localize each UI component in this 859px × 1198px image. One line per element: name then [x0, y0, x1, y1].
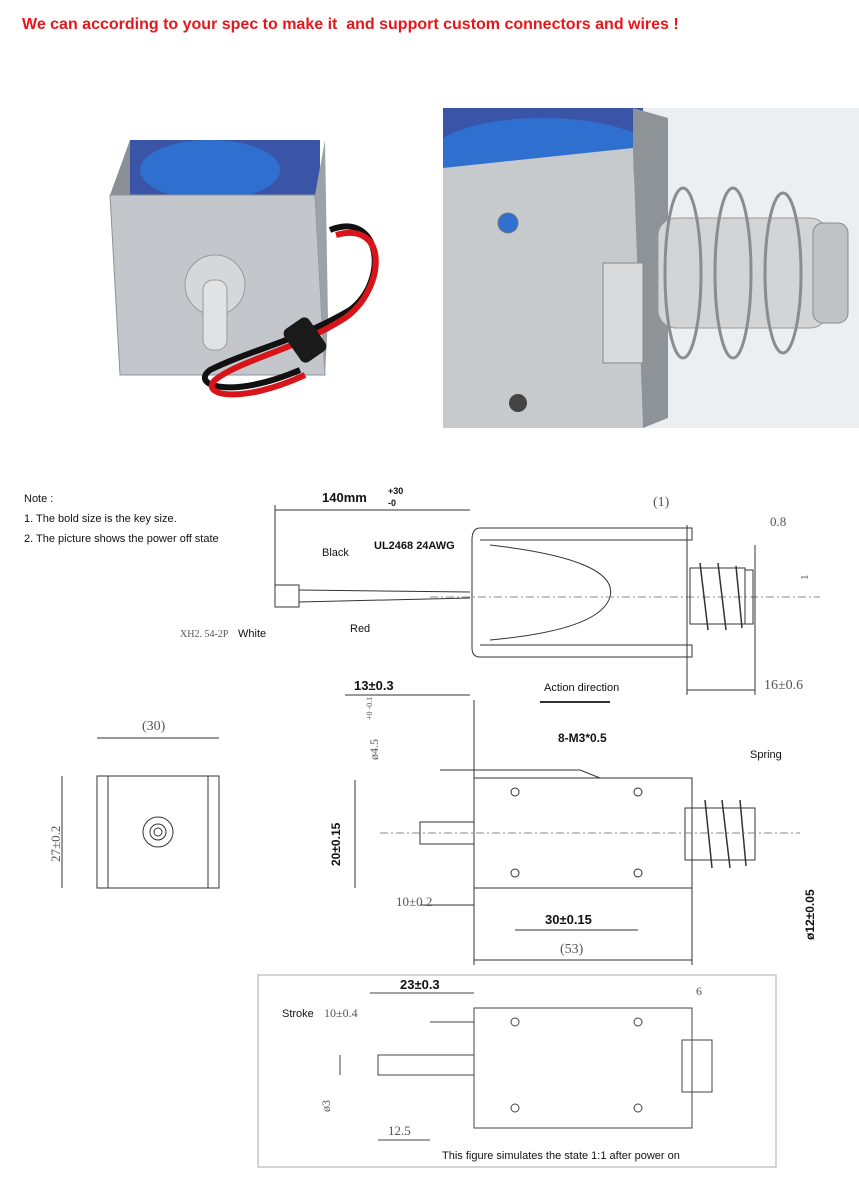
dim-phi4-5: ø4.5: [367, 739, 381, 760]
black-wire-label: Black: [322, 547, 349, 559]
dim-0-8: 0.8: [770, 514, 786, 529]
note-item-2: 2. The picture shows the power off state: [24, 533, 219, 545]
wire-tol-plus: +30: [388, 486, 403, 496]
wire-tol-minus: -0: [388, 498, 396, 508]
dim-20: 20±0.15: [329, 822, 343, 866]
power-on-caption: This figure simulates the state 1:1 afte…: [442, 1150, 680, 1162]
top-view-drawing: [274, 505, 820, 703]
dim-6: 6: [696, 984, 702, 998]
end-dim-27: 27±0.2: [48, 826, 63, 862]
dim-1: (1): [653, 495, 670, 510]
note-item-1: 1. The bold size is the key size.: [24, 513, 177, 525]
side-view-drawing: [345, 694, 800, 965]
solenoid-with-wires-photo: [100, 120, 400, 440]
dim-phi4-5-tol: +0 -0.1: [365, 697, 374, 720]
stroke-value: 10±0.4: [324, 1006, 358, 1020]
dim-30: 30±0.15: [545, 912, 592, 927]
solenoid-plunger-spring-closeup-photo: [443, 108, 859, 428]
dim-16: 16±0.6: [764, 678, 803, 693]
headline: We can according to your spec to make it…: [22, 16, 679, 33]
wire-length: 140mm: [322, 490, 367, 505]
connector-model: XH2. 54-2P: [180, 629, 229, 640]
end-view-drawing: [61, 737, 220, 889]
connector-color: White: [238, 628, 266, 640]
power-on-view-drawing: [257, 974, 777, 1168]
end-dim-30: (30): [142, 719, 166, 734]
dim-13: 13±0.3: [354, 678, 394, 693]
dim-23: 23±0.3: [400, 977, 440, 992]
action-direction: Action direction: [544, 682, 619, 694]
dim-53: (53): [560, 942, 584, 957]
note-title: Note :: [24, 493, 54, 505]
stroke-label: Stroke: [282, 1008, 314, 1020]
spring-label: Spring: [750, 749, 782, 761]
dim-12-5: 12.5: [388, 1123, 411, 1138]
red-wire-label: Red: [350, 623, 370, 635]
dim-phi12: ø12±0.05: [803, 889, 817, 940]
dim-10: 10±0.2: [396, 894, 432, 909]
thread-spec: 8-M3*0.5: [558, 731, 607, 745]
dim-slot: 1: [799, 575, 811, 581]
wire-spec: UL2468 24AWG: [374, 540, 455, 552]
dim-phi3: ø3: [319, 1100, 333, 1112]
